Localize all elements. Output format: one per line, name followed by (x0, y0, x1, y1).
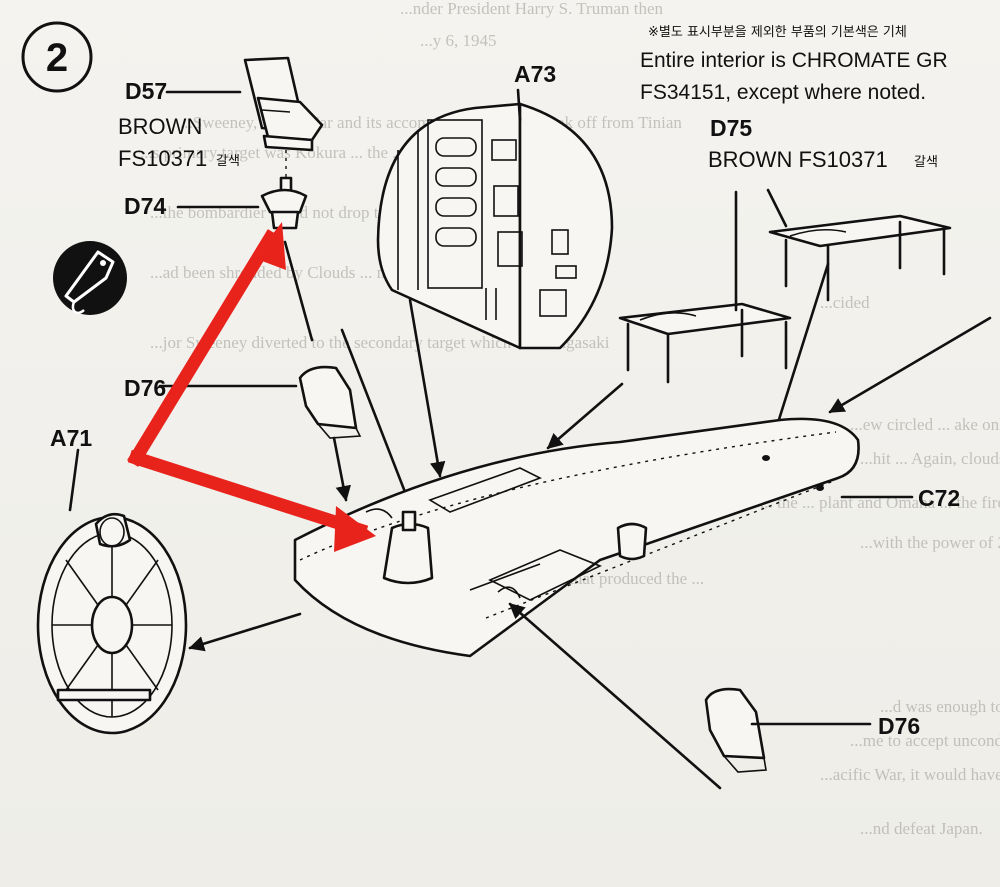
bleed-through-line: ...nd defeat Japan. (860, 819, 983, 838)
part-c72-floor-drawing (293, 417, 860, 658)
bleed-through-line: ...hit ... Again, clouds obscured ... of… (860, 449, 1000, 468)
part-d76-upper-drawing (298, 365, 362, 439)
part-a73-id: A73 (514, 61, 556, 87)
part-d57-color-korean: 갈색 (216, 154, 240, 169)
bleed-through-line: ...me to accept unconditional surrender.… (850, 731, 1000, 750)
part-c72-id: C72 (918, 485, 960, 511)
step-number: 2 (46, 36, 68, 80)
bleed-through-line: ...y 6, 1945 (420, 31, 497, 50)
highlight-arrows (127, 222, 376, 552)
part-d57-fs: FS10371 (118, 146, 207, 171)
part-d76-lower-id: D76 (878, 713, 920, 739)
part-a71-id: A71 (50, 425, 92, 451)
part-a71-wheel-drawing (36, 512, 188, 735)
bleed-through-line: ...nder President Harry S. Truman then (400, 0, 664, 18)
bleed-through-line: ...cided (820, 293, 870, 312)
paint-note-korean: ※별도 표시부분을 제외한 부품의 기본색은 기체 (648, 25, 907, 40)
part-d75-bench-lower-drawing (618, 302, 792, 384)
bleed-through-line: ...with the power of 21 kilotons ... 185… (860, 533, 1000, 552)
part-d74-post-drawing (260, 176, 308, 230)
paint-note-line2: FS34151, except where noted. (640, 81, 926, 104)
part-d75-text: BROWN FS10371 (708, 147, 888, 172)
bleed-through-line: ...d was enough to convince the Japanese… (880, 697, 1000, 716)
part-d76-lower-drawing (704, 687, 767, 773)
paint-tag-icon (53, 241, 127, 315)
bleed-through-line: ...acific War, it would have cost hundre… (820, 765, 1000, 784)
part-d75-id: D75 (710, 115, 752, 141)
part-d57-id: D57 (125, 78, 167, 104)
part-d76-upper-id: D76 (124, 375, 166, 401)
part-a73-bulkhead-drawing (376, 102, 614, 350)
part-d57-color: BROWN (118, 114, 202, 139)
part-d75-color-korean: 갈색 (914, 155, 938, 170)
part-d74-id: D74 (124, 193, 166, 219)
part-d75-bench-upper-drawing (768, 214, 952, 302)
paint-note-line1: Entire interior is CHROMATE GR (640, 49, 948, 72)
part-d57-seat-drawing (243, 56, 324, 152)
bleed-through-line: ...ew circled ... ake only one (850, 415, 1000, 434)
bleed-through-line: ... the ... plant and Omaha ... the fire… (760, 493, 1000, 512)
step-number-badge: 2 (21, 21, 93, 93)
